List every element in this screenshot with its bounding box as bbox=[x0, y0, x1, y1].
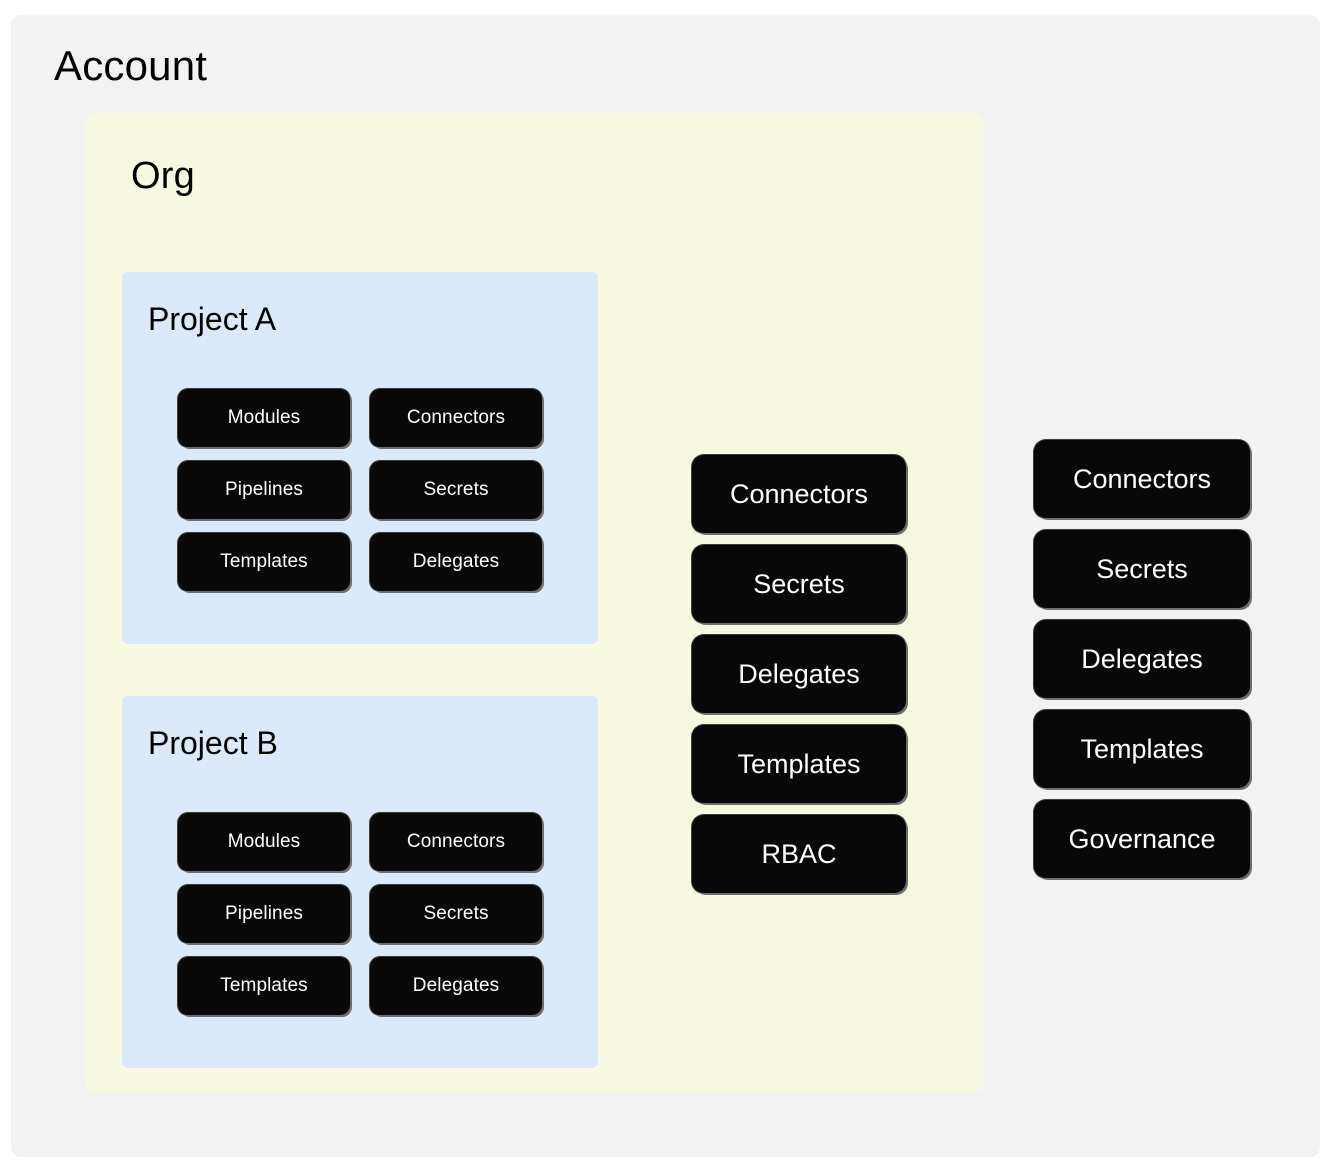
project-a-title: Project A bbox=[148, 301, 277, 337]
org-resource-chip-connectors[interactable]: Connectors bbox=[692, 455, 906, 533]
resource-chip-delegates[interactable]: Delegates bbox=[370, 957, 542, 1015]
org-resource-column: Connectors Secrets Delegates Templates R… bbox=[692, 455, 906, 893]
resource-chip-delegates[interactable]: Delegates bbox=[370, 533, 542, 591]
project-scope-panel-b: Project B Modules Connectors Pipelines S… bbox=[122, 696, 598, 1068]
resource-chip-modules[interactable]: Modules bbox=[178, 389, 350, 447]
account-resource-chip-secrets[interactable]: Secrets bbox=[1034, 530, 1250, 608]
resource-chip-connectors[interactable]: Connectors bbox=[370, 813, 542, 871]
account-resource-chip-connectors[interactable]: Connectors bbox=[1034, 440, 1250, 518]
account-resource-chip-templates[interactable]: Templates bbox=[1034, 710, 1250, 788]
resource-chip-connectors[interactable]: Connectors bbox=[370, 389, 542, 447]
org-resource-chip-delegates[interactable]: Delegates bbox=[692, 635, 906, 713]
resource-chip-pipelines[interactable]: Pipelines bbox=[178, 885, 350, 943]
account-resource-chip-delegates[interactable]: Delegates bbox=[1034, 620, 1250, 698]
project-b-resource-grid: Modules Connectors Pipelines Secrets Tem… bbox=[178, 813, 542, 1015]
org-resource-chip-rbac[interactable]: RBAC bbox=[692, 815, 906, 893]
project-b-title: Project B bbox=[148, 725, 278, 761]
resource-chip-modules[interactable]: Modules bbox=[178, 813, 350, 871]
resource-chip-secrets[interactable]: Secrets bbox=[370, 885, 542, 943]
account-title: Account bbox=[54, 42, 208, 89]
org-resource-chip-secrets[interactable]: Secrets bbox=[692, 545, 906, 623]
org-title: Org bbox=[131, 155, 195, 197]
resource-chip-templates[interactable]: Templates bbox=[178, 533, 350, 591]
account-resource-column: Connectors Secrets Delegates Templates G… bbox=[1034, 440, 1250, 878]
account-scope-panel: Account Org Project A Modules Connectors… bbox=[11, 15, 1320, 1157]
resource-chip-pipelines[interactable]: Pipelines bbox=[178, 461, 350, 519]
org-scope-panel: Org Project A Modules Connectors Pipelin… bbox=[85, 113, 984, 1092]
project-a-resource-grid: Modules Connectors Pipelines Secrets Tem… bbox=[178, 389, 542, 591]
account-resource-chip-governance[interactable]: Governance bbox=[1034, 800, 1250, 878]
org-resource-chip-templates[interactable]: Templates bbox=[692, 725, 906, 803]
project-scope-panel-a: Project A Modules Connectors Pipelines S… bbox=[122, 272, 598, 644]
resource-chip-templates[interactable]: Templates bbox=[178, 957, 350, 1015]
resource-chip-secrets[interactable]: Secrets bbox=[370, 461, 542, 519]
